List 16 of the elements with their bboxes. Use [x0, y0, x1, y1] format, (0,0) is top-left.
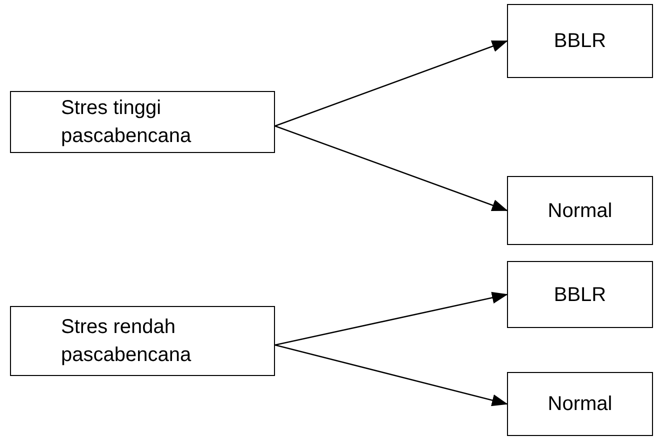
arrow — [274, 125, 508, 212]
text-box — [10, 306, 275, 376]
node-text: Stres rendah pascabencana — [61, 315, 192, 368]
node-text: Normal — [548, 198, 612, 224]
text-box — [507, 4, 653, 78]
text-box — [507, 176, 653, 245]
arrow — [274, 292, 508, 346]
node-text: Normal — [548, 392, 612, 417]
text-box — [507, 372, 653, 436]
node-text: BBLR — [554, 282, 606, 308]
arrow — [274, 40, 508, 127]
node-text: Stres tinggi pascabencana — [61, 96, 192, 149]
text-box — [10, 91, 275, 153]
text-box — [507, 261, 653, 328]
arrow — [274, 344, 508, 406]
node-text: BBLR — [554, 29, 606, 54]
